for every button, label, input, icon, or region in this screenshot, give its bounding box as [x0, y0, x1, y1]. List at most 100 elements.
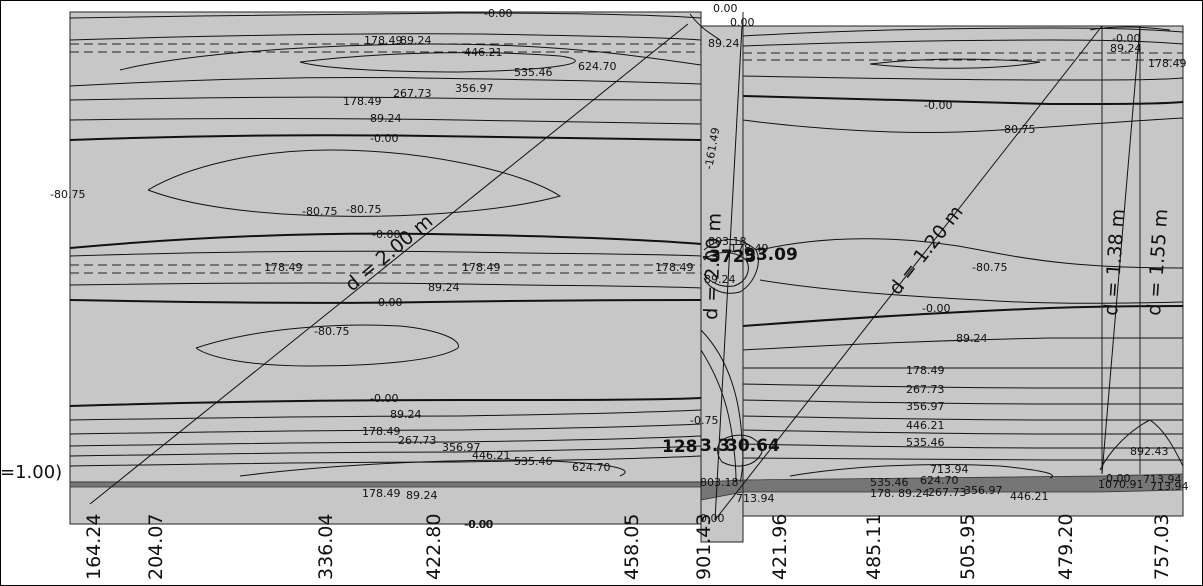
contour-line [69, 118, 702, 125]
contour-line [759, 279, 1184, 304]
contour-value-label: 267.73 [398, 434, 437, 447]
contour-value-label: 89.24 [406, 489, 438, 502]
contour-line [742, 39, 1184, 47]
contour-value-label: 892.43 [1130, 445, 1169, 458]
contour-value-label: 803.18 [708, 235, 747, 248]
axis-value-label: 505.95 [957, 514, 979, 580]
contour-line [742, 117, 1184, 133]
contour-value-label: 713.94 [1150, 480, 1189, 493]
left-edge-label: =1.00) [0, 462, 62, 483]
contour-value-label: 356.97 [455, 82, 494, 95]
contour-value-label: 713.94 [1143, 473, 1182, 486]
axis-value-label: 336.04 [315, 514, 337, 580]
contour-value-label: 535.46 [906, 436, 945, 449]
contour-value-label: 624.70 [578, 60, 617, 73]
contour-line [1089, 26, 1171, 31]
axis-value-label: 421.96 [769, 514, 791, 580]
contour-value-label: -0.00 [924, 99, 952, 112]
contour-line [789, 463, 1053, 479]
contour-value-label: 0.00 [713, 2, 738, 15]
contour-line [195, 324, 459, 367]
contour-line [69, 250, 702, 257]
contour-value-label: 178.49 [362, 425, 401, 438]
contour-value-label: -0.00 [464, 518, 492, 531]
contour-value-label: -0.00 [465, 518, 493, 531]
contour-line [69, 96, 702, 101]
peak-value-label: 3.3 [700, 436, 730, 456]
contour-lines [69, 12, 1184, 483]
contour-line [69, 423, 702, 435]
contour-value-label: 178.49 [730, 242, 769, 255]
contour-value-label: 356.97 [964, 484, 1003, 497]
contour-line [1099, 419, 1184, 471]
contour-value-label: 713.94 [736, 492, 775, 505]
slab-joints [700, 12, 1141, 542]
contour-value-label: 178.49 [1148, 57, 1187, 70]
contour-line [69, 12, 702, 19]
contour-line [689, 13, 721, 41]
contour-line [69, 445, 702, 457]
contour-line [69, 455, 702, 467]
contour-value-label: 446.21 [906, 419, 945, 432]
contour-value-label: 267.73 [928, 486, 967, 499]
contour-value-label: -80.75 [50, 188, 85, 201]
contour-line [742, 429, 1183, 435]
contour-value-label: -0.00 [370, 392, 398, 405]
contour-value-label: 535.46 [514, 455, 553, 468]
contour-line [742, 415, 1183, 421]
contour-line [869, 58, 1041, 69]
contour-value-label: 89.24 [370, 112, 402, 125]
contour-value-label: 713.94 [930, 463, 969, 476]
contour-line [717, 434, 763, 467]
contour-value-label: 356.97 [906, 400, 945, 413]
contour-value-label: 89.24 [704, 273, 736, 286]
contour-line [69, 232, 702, 249]
axis-value-label: 901.43 [693, 514, 715, 580]
contour-line [703, 252, 749, 287]
axis-value-label: 757.03 [1151, 514, 1173, 580]
contour-value-label: 535.46 [870, 476, 909, 489]
peak-value-label: 93.09 [744, 245, 798, 265]
contour-value-label: 0.00 [730, 16, 755, 29]
contour-value-label: -80.75 [972, 261, 1007, 274]
contour-value-label: 178.49 [364, 34, 403, 47]
contour-value-label: 178.49 [362, 487, 401, 500]
contour-line [69, 76, 702, 87]
contour-value-label: 178. [870, 487, 895, 500]
contour-value-label: -0.00 [922, 302, 950, 315]
contour-line [742, 75, 1184, 81]
contour-value-label: 803.18 [700, 476, 739, 489]
contour-value-label: 1070.91 [1098, 478, 1144, 491]
contour-line [69, 409, 702, 421]
contour-value-label: -80.75 [1000, 123, 1035, 136]
contour-line [69, 282, 702, 289]
slab-strip-left [69, 481, 702, 525]
contour-value-label: 89.24 [428, 281, 460, 294]
contour-value-label: -0.00 [1102, 472, 1130, 485]
contour-line [700, 349, 737, 483]
contour-value-label: 267.73 [906, 383, 945, 396]
contour-value-label: -0.75 [690, 414, 718, 427]
contour-value-label: 89.24 [956, 332, 988, 345]
contour-line [147, 149, 562, 217]
contour-line [299, 52, 576, 73]
contour-value-label: 356.97 [442, 441, 481, 454]
contour-value-label: 89.24 [708, 37, 740, 50]
contour-value-label: -0.00 [372, 228, 400, 241]
contour-line [742, 95, 1184, 106]
contour-line [69, 435, 702, 447]
contour-line [759, 238, 1184, 269]
peak-value-label: 128 [662, 437, 698, 457]
contour-value-label: 178.49 [264, 261, 303, 274]
contour-line [742, 27, 1184, 37]
section-lines [89, 23, 1141, 521]
thickness-label: d = 2.00 m [700, 213, 726, 321]
contour-value-label: 624.70 [572, 461, 611, 474]
axis-value-label: 479.20 [1055, 514, 1077, 580]
contour-value-label: -0.00 [1112, 32, 1140, 45]
contour-line [742, 399, 1183, 405]
contour-value-label: 624.70 [920, 474, 959, 487]
contour-line [742, 337, 1183, 351]
contour-line [119, 43, 702, 71]
contour-value-label: -0.00 [484, 7, 512, 20]
